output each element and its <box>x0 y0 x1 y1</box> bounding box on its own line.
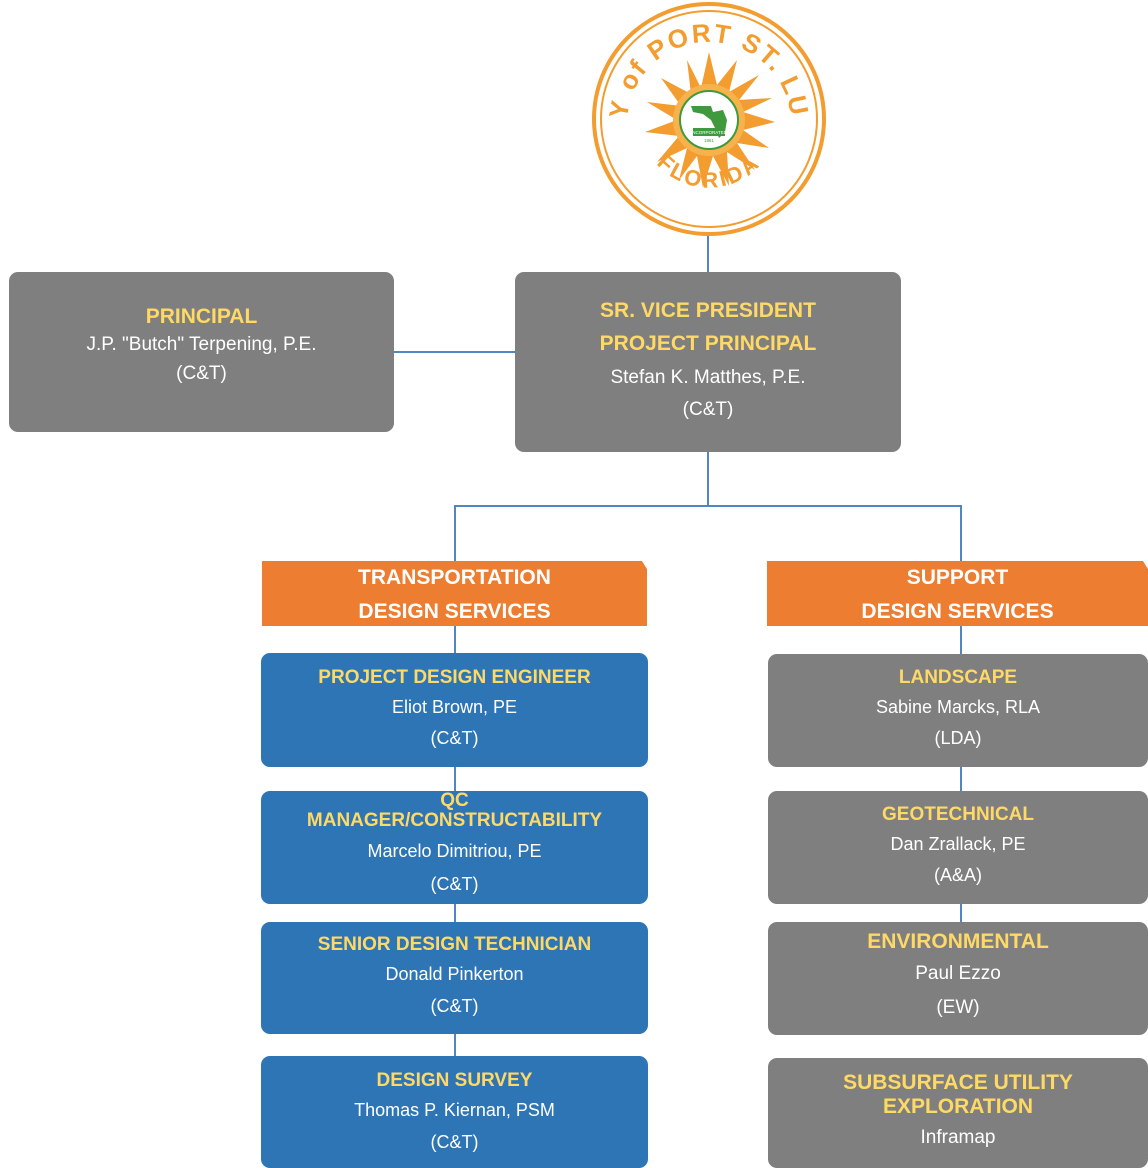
transportation-header-line1: TRANSPORTATION <box>358 566 551 589</box>
right-column-line-3 <box>960 904 962 922</box>
svp-down-line <box>707 452 709 506</box>
left-column-line-3 <box>454 904 456 922</box>
sun-icon <box>645 52 775 188</box>
landscape-company: (LDA) <box>934 728 982 748</box>
subsurface-utility-title-line1: SUBSURFACE UTILITY <box>843 1071 1073 1094</box>
environmental-company: (EW) <box>936 997 980 1018</box>
senior-design-technician-name: Donald Pinkerton <box>385 964 524 984</box>
svp-title-line2: PROJECT PRINCIPAL <box>599 332 817 355</box>
support-header: SUPPORT DESIGN SERVICES <box>767 561 1148 626</box>
left-column-line-2 <box>454 767 456 791</box>
design-survey-company: (C&T) <box>430 1132 479 1152</box>
svp-name: Stefan K. Matthes, P.E. <box>610 367 806 388</box>
right-column-line-2 <box>960 767 962 791</box>
principal-to-svp-line <box>394 351 515 353</box>
senior-design-technician-box: SENIOR DESIGN TECHNICIAN Donald Pinkerto… <box>261 922 648 1034</box>
principal-name: J.P. "Butch" Terpening, P.E. <box>86 334 317 355</box>
project-design-engineer-name: Eliot Brown, PE <box>391 697 518 717</box>
left-column-line-4 <box>454 1034 456 1056</box>
geotechnical-company: (A&A) <box>933 865 982 885</box>
subsurface-utility-name: Inframap <box>920 1127 996 1148</box>
branch-right-line <box>960 505 962 561</box>
subsurface-utility-box: SUBSURFACE UTILITY EXPLORATION Inframap <box>768 1058 1148 1168</box>
svp-company: (C&T) <box>682 399 734 420</box>
qc-manager-title-line1: QC <box>440 790 469 811</box>
svp-title-line1: SR. VICE PRESIDENT <box>600 299 816 322</box>
support-header-line2: DESIGN SERVICES <box>861 600 1054 623</box>
design-survey-box: DESIGN SURVEY Thomas P. Kiernan, PSM (C&… <box>261 1056 648 1168</box>
qc-manager-title-line2: MANAGER/CONSTRUCTABILITY <box>306 810 603 831</box>
environmental-name: Paul Ezzo <box>915 963 1001 984</box>
senior-design-technician-company: (C&T) <box>430 996 479 1016</box>
right-column-line-1 <box>960 626 962 654</box>
project-design-engineer-company: (C&T) <box>430 728 479 748</box>
landscape-title: LANDSCAPE <box>898 667 1018 688</box>
geotechnical-name: Dan Zrallack, PE <box>890 834 1026 854</box>
design-survey-name: Thomas P. Kiernan, PSM <box>354 1100 555 1120</box>
qc-manager-name: Marcelo Dimitriou, PE <box>367 841 542 861</box>
transportation-header-line2: DESIGN SERVICES <box>358 600 551 623</box>
transportation-header: TRANSPORTATION DESIGN SERVICES <box>262 561 647 626</box>
senior-design-technician-title: SENIOR DESIGN TECHNICIAN <box>317 934 592 955</box>
branch-horizontal-line <box>454 505 962 507</box>
project-design-engineer-box: PROJECT DESIGN ENGINEER Eliot Brown, PE … <box>261 653 648 767</box>
left-column-line-1 <box>454 626 456 653</box>
geotechnical-box: GEOTECHNICAL Dan Zrallack, PE (A&A) <box>768 791 1148 904</box>
city-seal-logo: CITY of PORT ST. LUCIE FLORIDA INCORPORA… <box>587 0 826 236</box>
environmental-title: ENVIRONMENTAL <box>867 930 1049 953</box>
logo-to-svp-line <box>707 236 709 272</box>
principal-title: PRINCIPAL <box>145 305 258 328</box>
principal-box: PRINCIPAL J.P. "Butch" Terpening, P.E. (… <box>9 272 394 432</box>
project-design-engineer-title: PROJECT DESIGN ENGINEER <box>318 667 591 688</box>
principal-company: (C&T) <box>176 363 227 384</box>
svp-box: SR. VICE PRESIDENT PROJECT PRINCIPAL Ste… <box>515 272 901 452</box>
qc-manager-company: (C&T) <box>430 874 479 894</box>
geotechnical-title: GEOTECHNICAL <box>882 804 1034 825</box>
support-header-line1: SUPPORT <box>906 566 1009 589</box>
landscape-box: LANDSCAPE Sabine Marcks, RLA (LDA) <box>768 654 1148 767</box>
qc-manager-box: QC MANAGER/CONSTRUCTABILITY Marcelo Dimi… <box>261 791 648 904</box>
seal-incorporated-text: INCORPORATED <box>691 130 728 135</box>
landscape-name: Sabine Marcks, RLA <box>875 697 1041 717</box>
seal-year-text: 1961 <box>704 138 715 143</box>
subsurface-utility-title-line2: EXPLORATION <box>882 1095 1034 1118</box>
branch-left-line <box>454 505 456 561</box>
environmental-box: ENVIRONMENTAL Paul Ezzo (EW) <box>768 922 1148 1035</box>
design-survey-title: DESIGN SURVEY <box>376 1070 533 1091</box>
